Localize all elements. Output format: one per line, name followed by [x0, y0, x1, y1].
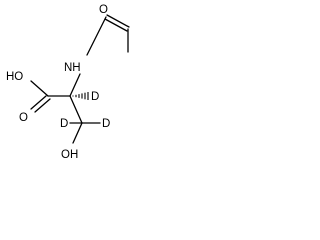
atom-label-oh: OH: [61, 149, 78, 161]
atom-label-d-alpha: D: [91, 91, 99, 103]
bond-nitrogen-alpha: [69, 73, 81, 97]
bond-acetyl-carbonyl-a: [106, 14, 130, 28]
bond-carboxyl-hydroxyl: [30, 80, 49, 97]
bond-carboxyl-double-b: [34, 98, 51, 113]
atom-label-d-beta-left: D: [60, 118, 68, 130]
atom-label-acetyl-o: O: [99, 4, 108, 16]
hashed-wedge-bond: [72, 92, 89, 100]
bond-acetyl-carbonyl-b: [104, 18, 128, 32]
bond-alpha-beta: [69, 95, 83, 124]
atom-labels: HO NH O O D D D OH: [6, 4, 110, 161]
atom-label-nh: NH: [64, 62, 81, 74]
bond-beta-hydroxyl: [72, 122, 83, 144]
atom-label-ho: HO: [6, 71, 23, 83]
atom-label-d-beta-right: D: [102, 118, 110, 130]
atom-label-carbonyl-o: O: [19, 112, 28, 124]
chemical-structure: HO NH O O D D D OH: [6, 4, 130, 161]
bond-carboxyl-double-a: [30, 95, 47, 110]
bonds: [30, 14, 130, 144]
bond-acetyl-to-nitrogen: [86, 16, 107, 56]
